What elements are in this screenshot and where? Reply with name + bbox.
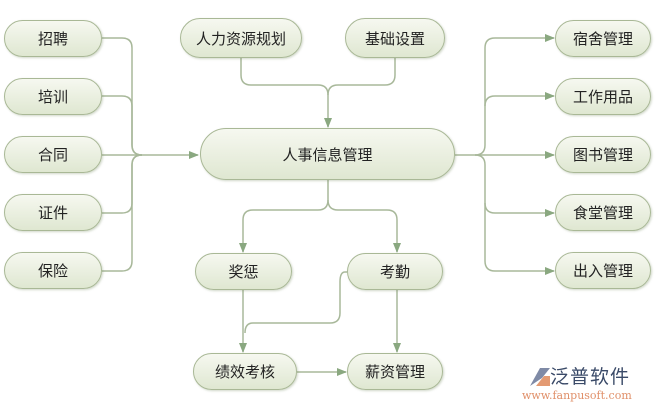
link-basic-setting [327,58,396,96]
node-work-supplies[interactable]: 工作用品 [555,78,651,115]
node-recruit[interactable]: 招聘 [4,20,102,57]
node-insurance[interactable]: 保险 [4,252,102,289]
fanpu-logo: 泛普软件 www.fanpusoft.com [522,358,652,408]
link-center-down [239,180,329,253]
logo-url: www.fanpusoft.com [522,389,632,402]
node-certificate[interactable]: 证件 [4,194,102,231]
link-training [102,95,143,156]
node-performance[interactable]: 绩效考核 [193,353,297,390]
link-insurance [102,154,143,272]
logo-name: 泛普软件 [550,366,631,388]
link-hr-plan [240,58,329,96]
link-attendance-performance [244,271,347,334]
node-hr-planning[interactable]: 人力资源规划 [180,18,302,58]
link-certificate [102,154,143,214]
node-basic-settings[interactable]: 基础设置 [345,18,445,58]
node-dormitory[interactable]: 宿舍管理 [555,20,651,57]
node-contract[interactable]: 合同 [4,136,102,173]
node-reward-punishment[interactable]: 奖惩 [195,253,292,290]
node-canteen[interactable]: 食堂管理 [555,194,651,231]
node-attendance[interactable]: 考勤 [347,253,443,290]
node-access-control[interactable]: 出入管理 [555,252,651,289]
logo-mark-icon [530,368,550,386]
node-library[interactable]: 图书管理 [555,136,651,173]
node-training[interactable]: 培训 [4,78,102,115]
node-salary[interactable]: 薪资管理 [347,353,443,390]
node-personnel-info-management[interactable]: 人事信息管理 [200,128,455,180]
